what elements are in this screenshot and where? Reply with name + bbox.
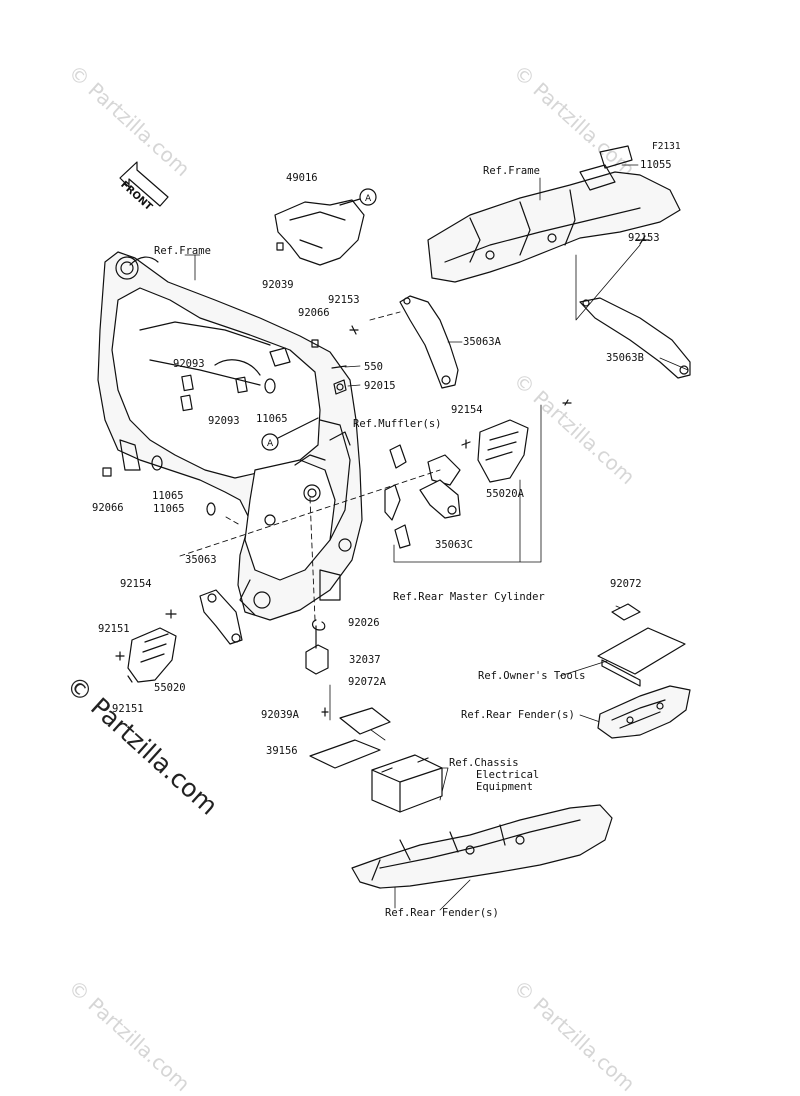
part-label: 11065 bbox=[256, 413, 288, 425]
main-frame-drawing bbox=[97, 251, 363, 621]
ref-label: Ref.Chassis bbox=[449, 757, 519, 769]
part-label: 92066 bbox=[298, 307, 330, 319]
pad-92093 bbox=[235, 376, 248, 394]
part-label: 92026 bbox=[348, 617, 380, 629]
pad-92093 bbox=[180, 394, 193, 412]
part-label: 92072 bbox=[610, 578, 642, 590]
diagram-code: F2131 bbox=[652, 141, 681, 152]
plate-39156 bbox=[309, 739, 381, 769]
parts-diagram: © Partzilla.com © Partzilla.com © Partzi… bbox=[61, 60, 691, 1096]
ref-label: Ref.Owner's Tools bbox=[478, 670, 586, 682]
stand-32037 bbox=[305, 625, 329, 675]
part-label: 55020A bbox=[486, 488, 524, 500]
ref-label: Ref.Rear Master Cylinder bbox=[393, 591, 545, 603]
battery-cover-92072A bbox=[339, 707, 391, 735]
part-label: 35063C bbox=[435, 539, 473, 551]
part-label: 92093 bbox=[208, 415, 240, 427]
part-label: 11065 bbox=[153, 503, 185, 515]
battery bbox=[371, 754, 443, 813]
owners-tools bbox=[597, 603, 686, 687]
ref-label: Ref.Frame bbox=[154, 245, 211, 257]
bracket-35063A bbox=[399, 295, 459, 389]
grommet-11065 bbox=[151, 455, 163, 471]
nut-92015 bbox=[333, 379, 347, 395]
part-label: 92072A bbox=[348, 676, 386, 688]
ref-label: Electrical bbox=[476, 769, 540, 781]
diagram-drawing: FRONT A A bbox=[97, 145, 691, 911]
part-label: 35063B bbox=[606, 352, 644, 364]
part-label: 550 bbox=[364, 361, 383, 373]
part-label: 11065 bbox=[152, 490, 184, 502]
part-label: 35063 bbox=[185, 554, 217, 566]
footpeg-assembly-right bbox=[384, 399, 572, 549]
cap-92066 bbox=[311, 339, 319, 348]
ref-label: Ref.Rear Fender(s) bbox=[385, 907, 499, 919]
part-label: 92039 bbox=[262, 279, 294, 291]
part-label: 35063A bbox=[463, 336, 501, 348]
ref-label: Ref.Muffler(s) bbox=[353, 418, 442, 430]
part-label: 92015 bbox=[364, 380, 396, 392]
part-label: 92151 bbox=[98, 623, 130, 635]
part-label: 49016 bbox=[286, 172, 318, 184]
part-label: 39156 bbox=[266, 745, 298, 757]
footpeg-assembly-left bbox=[115, 589, 243, 683]
washer-92026 bbox=[311, 619, 326, 631]
ref-label: Ref.Frame bbox=[483, 165, 540, 177]
part-label: 55020 bbox=[154, 682, 186, 694]
cover-49016 bbox=[274, 199, 365, 266]
part-label: 92093 bbox=[173, 358, 205, 370]
part-label: 32037 bbox=[349, 654, 381, 666]
callout-a: A bbox=[267, 439, 274, 449]
pad-92093 bbox=[181, 374, 194, 392]
ref-label: Ref.Rear Fender(s) bbox=[461, 709, 575, 721]
rear-subframe bbox=[427, 145, 681, 283]
cap-92066 bbox=[102, 467, 112, 477]
callout-a: A bbox=[365, 194, 372, 204]
part-label: 92039A bbox=[261, 709, 299, 721]
rear-fender-a bbox=[597, 685, 691, 739]
part-label: 92066 bbox=[92, 502, 124, 514]
rear-fender-b bbox=[351, 804, 613, 889]
part-label: 92153 bbox=[328, 294, 360, 306]
part-label: 92153 bbox=[628, 232, 660, 244]
part-label: 92154 bbox=[120, 578, 152, 590]
part-label: 92151 bbox=[112, 703, 144, 715]
ref-label: Equipment bbox=[476, 781, 533, 793]
part-label: 11055 bbox=[640, 159, 672, 171]
grommet-11065 bbox=[206, 502, 216, 516]
bracket-35063B bbox=[579, 297, 691, 379]
part-label: 92154 bbox=[451, 404, 483, 416]
grommet-11065 bbox=[264, 378, 276, 394]
front-arrow-icon bbox=[119, 161, 169, 207]
